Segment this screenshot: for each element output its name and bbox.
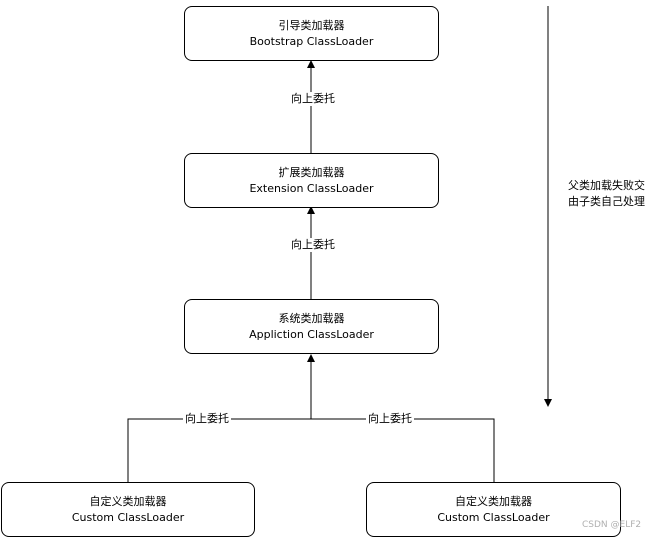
node-extension: 扩展类加载器 Extension ClassLoader (184, 153, 439, 208)
side-note: 父类加载失败交 由子类自己处理 (568, 178, 645, 210)
watermark: CSDN @ELF2 (582, 520, 642, 530)
node-bootstrap-en: Bootstrap ClassLoader (249, 34, 374, 48)
node-extension-cn: 扩展类加载器 (278, 165, 345, 179)
node-custom-right-cn: 自定义类加载器 (455, 494, 532, 508)
node-application: 系统类加载器 Appliction ClassLoader (184, 299, 439, 354)
edge-label-left-to-app: 向上委托 (183, 412, 231, 426)
edge-label-ext-to-boot: 向上委托 (289, 92, 337, 106)
node-extension-en: Extension ClassLoader (249, 181, 374, 195)
node-bootstrap: 引导类加载器 Bootstrap ClassLoader (184, 6, 439, 61)
node-custom-left: 自定义类加载器 Custom ClassLoader (1, 482, 255, 537)
side-note-line2: 由子类自己处理 (568, 195, 645, 208)
node-application-cn: 系统类加载器 (278, 311, 345, 325)
node-custom-right: 自定义类加载器 Custom ClassLoader (366, 482, 621, 537)
node-bootstrap-cn: 引导类加载器 (278, 18, 345, 32)
edge-label-app-to-ext: 向上委托 (289, 238, 337, 252)
node-custom-right-en: Custom ClassLoader (437, 510, 550, 524)
node-custom-left-en: Custom ClassLoader (71, 510, 185, 524)
node-custom-left-cn: 自定义类加载器 (89, 494, 167, 508)
side-note-line1: 父类加载失败交 (568, 179, 645, 192)
node-application-en: Appliction ClassLoader (249, 327, 374, 341)
arrow-right-to-app (311, 418, 495, 482)
edge-label-right-to-app: 向上委托 (366, 412, 414, 426)
